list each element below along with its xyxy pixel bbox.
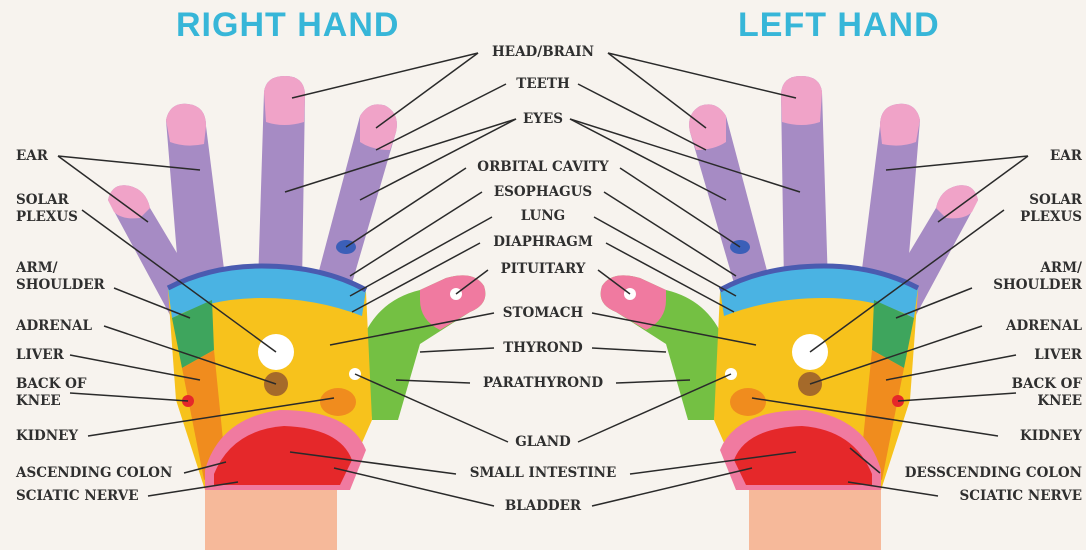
label-lung: LUNG — [521, 208, 565, 225]
left-ring-tip — [880, 104, 920, 146]
right-hand-title: RIGHT HAND — [176, 6, 399, 45]
right-wrist — [205, 480, 337, 550]
label-small-intestine: SMALL INTESTINE — [470, 465, 617, 482]
label-right-sciatic-nerve: SCIATIC NERVE — [16, 488, 138, 505]
label-esophagus: ESOPHAGUS — [494, 184, 592, 201]
label-diaphragm: DIAPHRAGM — [493, 234, 593, 251]
label-stomach: STOMACH — [503, 305, 583, 322]
label-left-arm-shoulder: ARM/ SHOULDER — [993, 260, 1082, 294]
label-eyes: EYES — [523, 111, 563, 128]
label-head-brain: HEAD/BRAIN — [492, 44, 594, 61]
right-kidney-spot — [320, 388, 356, 416]
label-parathyrond: PARATHYROND — [483, 375, 603, 392]
left-pinky-tip — [936, 185, 978, 218]
right-pinky-tip — [108, 185, 150, 218]
label-left-ear: EAR — [1050, 148, 1082, 165]
label-left-solar-plexus: SOLAR PLEXUS — [1020, 192, 1082, 226]
label-left-sciatic-nerve: SCIATIC NERVE — [960, 488, 1082, 505]
label-left-kidney: KIDNEY — [1020, 428, 1082, 445]
label-left-liver: LIVER — [1034, 347, 1082, 364]
label-desscending-colon: DESSCENDING COLON — [905, 465, 1082, 482]
left-kidney-spot — [730, 388, 766, 416]
label-right-adrenal: ADRENAL — [16, 318, 92, 335]
left-wrist — [749, 480, 881, 550]
label-ascending-colon: ASCENDING COLON — [16, 465, 172, 482]
left-middle-tip — [781, 76, 822, 125]
label-left-back-of-knee: BACK OF KNEE — [1012, 376, 1082, 410]
label-teeth: TEETH — [516, 76, 569, 93]
label-gland: GLAND — [515, 434, 571, 451]
left-hand-title: LEFT HAND — [738, 6, 940, 45]
left-index-tip — [689, 104, 726, 150]
label-thyrond: THYROND — [503, 340, 582, 357]
label-left-adrenal: ADRENAL — [1006, 318, 1082, 335]
right-index-tip — [360, 104, 397, 150]
label-right-liver: LIVER — [16, 347, 64, 364]
right-ring-tip — [166, 104, 206, 146]
label-right-arm-shoulder: ARM/ SHOULDER — [16, 260, 105, 294]
label-right-kidney: KIDNEY — [16, 428, 78, 445]
label-right-ear: EAR — [16, 148, 48, 165]
right-middle-tip — [264, 76, 305, 125]
label-orbital-cavity: ORBITAL CAVITY — [477, 159, 608, 176]
label-pituitary: PITUITARY — [501, 261, 586, 278]
label-right-back-of-knee: BACK OF KNEE — [16, 376, 86, 410]
label-bladder: BLADDER — [505, 498, 581, 515]
label-right-solar-plexus: SOLAR PLEXUS — [16, 192, 78, 226]
